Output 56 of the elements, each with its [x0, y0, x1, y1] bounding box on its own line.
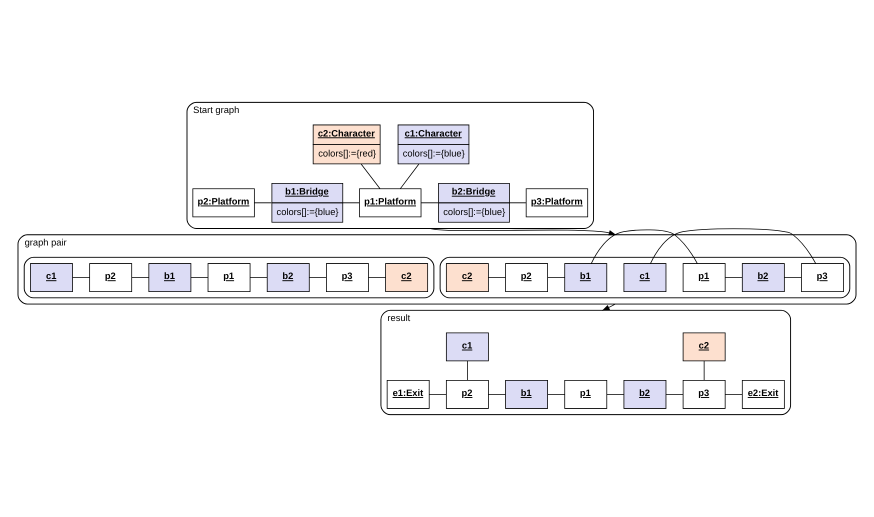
node-box: p2 — [505, 263, 548, 292]
node-box: c1 — [624, 263, 666, 292]
node-box: c2 — [385, 263, 428, 292]
cluster — [24, 256, 434, 298]
connector — [590, 229, 698, 264]
arrow — [602, 304, 616, 311]
node-box: p3 — [682, 380, 726, 409]
connector — [360, 164, 380, 189]
connector — [250, 277, 268, 278]
node-box: b1 — [564, 263, 608, 292]
arrow — [430, 228, 616, 236]
connector — [342, 202, 360, 204]
connector — [650, 228, 816, 264]
node-box: e1:Exit — [386, 380, 430, 409]
node-box: e2:Exit — [742, 380, 785, 409]
connector — [466, 360, 468, 381]
connector — [254, 202, 272, 204]
connector — [488, 277, 506, 278]
connector — [400, 164, 420, 189]
connector — [606, 394, 624, 395]
node-box: p2 — [89, 263, 132, 292]
node-box: p3 — [326, 263, 369, 292]
connector — [72, 277, 90, 278]
connector — [508, 202, 526, 204]
cluster — [440, 256, 850, 298]
node-box: c2 — [446, 263, 489, 292]
connector — [368, 277, 386, 278]
node-box: p2:Platform — [192, 188, 255, 218]
node-box: p1 — [564, 380, 608, 409]
connector — [666, 394, 684, 395]
node-box: p1 — [682, 263, 726, 292]
connector — [308, 277, 327, 278]
node-box: p2 — [446, 380, 489, 409]
connector — [724, 394, 743, 395]
node-box: c1 — [30, 263, 73, 292]
node-box: p1 — [208, 263, 250, 292]
connector — [547, 277, 565, 278]
connector — [784, 277, 802, 278]
node-box: b2 — [266, 263, 310, 292]
node-box: b2 — [742, 263, 785, 292]
node-box: p1:Platform — [359, 188, 422, 218]
connector — [724, 277, 743, 278]
node-box: p3 — [801, 263, 844, 292]
node-box: b1 — [505, 380, 548, 409]
node-box: c1 — [446, 332, 489, 362]
connector — [547, 394, 565, 395]
node-box: p3:Platform — [526, 188, 588, 218]
node-box: b1 — [148, 263, 192, 292]
connector — [704, 360, 705, 381]
connector — [190, 277, 208, 278]
node-box: c2 — [682, 332, 726, 362]
connector — [428, 394, 447, 395]
connector — [131, 277, 150, 278]
connector — [420, 202, 438, 204]
node-box: b2 — [624, 380, 666, 409]
connector — [488, 394, 506, 395]
